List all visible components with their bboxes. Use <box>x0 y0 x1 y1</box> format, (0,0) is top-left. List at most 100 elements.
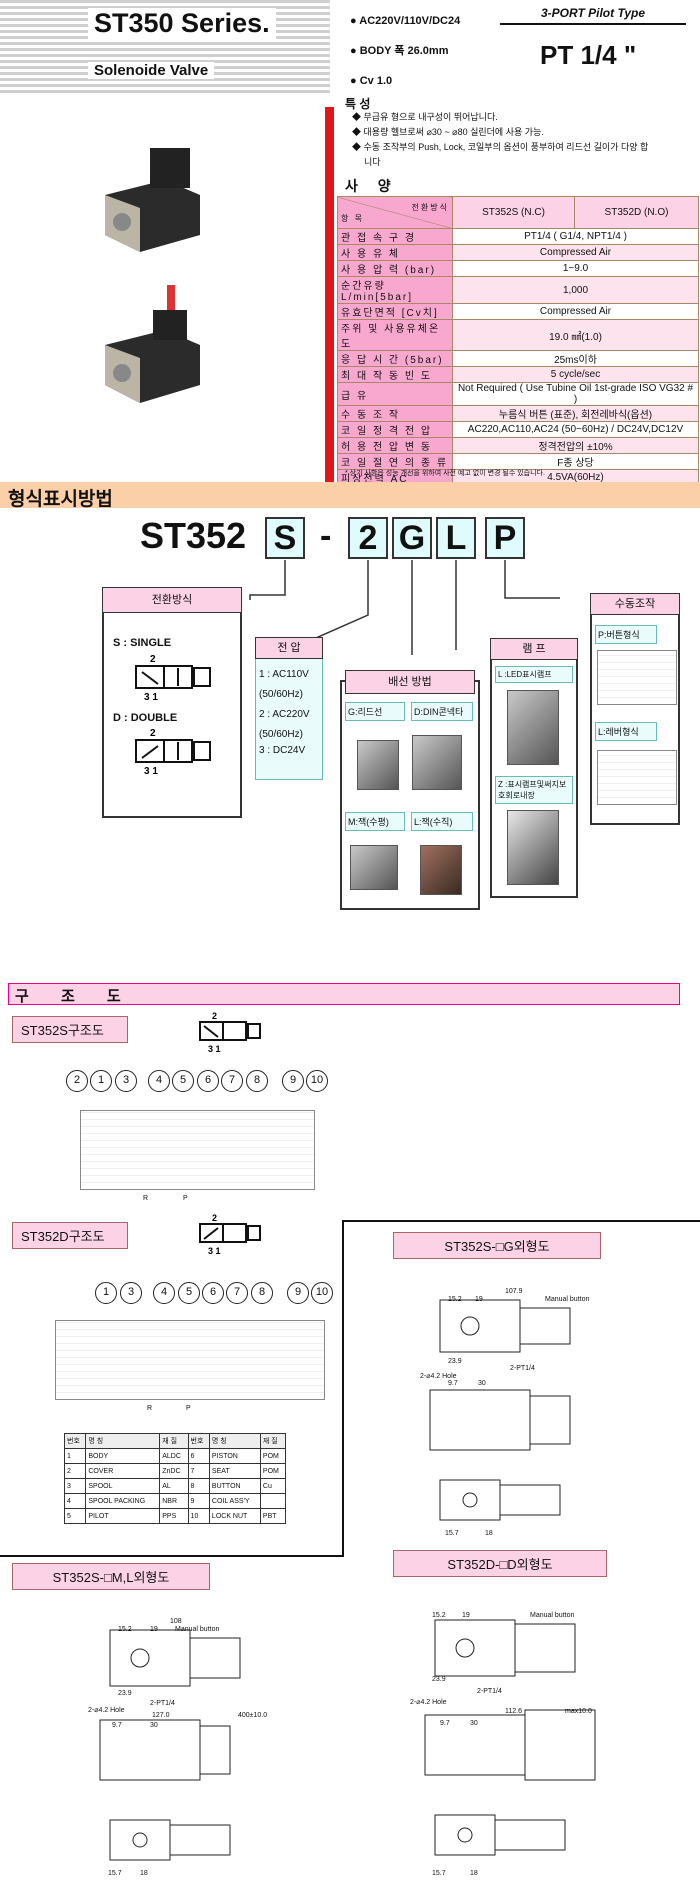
parts-cell: 3 <box>63 1478 87 1494</box>
svg-text:3 1: 3 1 <box>208 1246 221 1256</box>
manual-title: 수동조작 <box>590 593 680 615</box>
part-number-circle: 1 <box>95 1282 117 1304</box>
parts-cell: SPOOL PACKING <box>85 1493 161 1509</box>
code-wiring: G <box>392 517 432 559</box>
switch-single: S : SINGLE <box>113 637 172 649</box>
manual-p: P:버튼형식 <box>595 625 657 644</box>
spec-row: 유효단면적 [Cv치]Compressed Air <box>337 303 699 320</box>
parts-cell <box>259 1493 287 1509</box>
part-number-circle: 3 <box>120 1282 142 1304</box>
spec-value: 정격전압의 ±10% <box>452 437 699 454</box>
dim-label: 2-⌀4.2 Hole <box>88 1707 125 1714</box>
dim-label: 2-PT1/4 <box>510 1365 535 1372</box>
parts-cell: NBR <box>159 1493 189 1509</box>
wiring-d: D:DIN콘넥타 <box>411 702 473 721</box>
part-number-circle: 3 <box>115 1070 137 1092</box>
parts-cell: AL <box>159 1478 189 1494</box>
dim-label: 23.9 <box>448 1358 462 1365</box>
dim-label: 9.7 <box>112 1722 122 1729</box>
model-section-title: 형식표시방법 <box>8 489 113 510</box>
part-number-circle: 6 <box>197 1070 219 1092</box>
parts-cell: LOCK NUT <box>208 1508 261 1524</box>
parts-header-cell: 재 질 <box>259 1433 287 1449</box>
d-section-drawing <box>55 1320 325 1400</box>
spec-key: 유효단면적 [Cv치] <box>337 303 453 320</box>
wiring-m: M:잭(수평) <box>345 812 405 831</box>
parts-cell: PISTON <box>208 1448 261 1464</box>
part-number-circle: 4 <box>153 1282 175 1304</box>
part-number-circle: 10 <box>311 1282 333 1304</box>
manual-p-drawing <box>597 650 677 705</box>
part-number-circle: 2 <box>66 1070 88 1092</box>
dim-label: 2-PT1/4 <box>150 1700 175 1707</box>
structure-section-title: 구 조 도 <box>15 988 135 1005</box>
wiring-d-photo <box>412 735 462 790</box>
parts-cell: SPOOL <box>85 1478 161 1494</box>
wiring-title: 배선 방법 <box>345 670 475 694</box>
parts-cell: 8 <box>187 1478 210 1494</box>
svg-text:2: 2 <box>150 654 156 665</box>
parts-cell: Cu <box>259 1478 287 1494</box>
parts-cell: BUTTON <box>208 1478 261 1494</box>
parts-cell: PPS <box>159 1508 189 1524</box>
part-number-circle: 5 <box>178 1282 200 1304</box>
product-image-2 <box>95 285 205 410</box>
parts-cell: SEAT <box>208 1463 261 1479</box>
spec-title: 사 양 <box>345 178 399 194</box>
spec-voltage: AC220V/110V/DC24 <box>359 15 461 27</box>
part-number-circle: 10 <box>306 1070 328 1092</box>
parts-cell: 4 <box>63 1493 87 1509</box>
ml-dim-drawing <box>99 1629 241 1861</box>
manual-l: L:레버형식 <box>595 722 657 741</box>
parts-header-cell: 명 칭 <box>85 1433 161 1449</box>
spec-key: 코 일 정 격 전 압 <box>337 421 453 438</box>
d-structure-title: ST352D구조도 <box>12 1222 128 1249</box>
dim-label: 112.6 <box>505 1708 522 1715</box>
spec-value: 5 cycle/sec <box>452 366 699 383</box>
code-switch: S <box>265 517 305 559</box>
wiring-g: G:리드선 <box>345 702 405 721</box>
dim-label: Manual button <box>545 1296 590 1303</box>
wiring-m-photo <box>350 845 398 890</box>
spec-key: 순간유량 L/min[5bar] <box>337 276 453 304</box>
series-title: ST350 Series. <box>88 8 276 39</box>
dim-label: 2-PT1/4 <box>477 1688 502 1695</box>
spec-value: 누름식 버튼 (표준), 회전레바식(옵션) <box>452 405 699 422</box>
code-voltage: 2 <box>348 517 388 559</box>
parts-cell: POM <box>259 1448 287 1464</box>
part-number-circle: 7 <box>226 1282 248 1304</box>
wiring-l: L:잭(수직) <box>411 812 473 831</box>
part-number-circle: 6 <box>202 1282 224 1304</box>
dim-label: 19 <box>475 1296 483 1303</box>
spec-col1: ST352S (N.C) <box>451 196 576 229</box>
d-structure-symbol-icon: 2 3 1 <box>199 1213 261 1256</box>
port-type: 3-PORT Pilot Type <box>500 6 686 25</box>
port-p: P <box>183 1195 188 1202</box>
parts-cell: 2 <box>63 1463 87 1479</box>
dim-label: 9.7 <box>440 1720 450 1727</box>
spec-key: 피상전력 AC <box>337 469 453 486</box>
spec-head-corner: 전환방식 항 목 <box>337 196 453 229</box>
spec-value: Compressed Air <box>452 303 699 320</box>
parts-header-cell: 번호 <box>63 1433 87 1449</box>
switch-double: D : DOUBLE <box>113 712 178 724</box>
spec-key: 관 접 속 구 경 <box>337 228 453 245</box>
lamp-z-photo <box>507 810 559 885</box>
spec-table: 전환방식 항 목 ST352S (N.C) ST352D (N.O) 관 접 속… <box>337 196 699 502</box>
spec-col2: ST352D (N.O) <box>574 196 699 229</box>
code-dash: - <box>320 517 332 555</box>
dim-label: 18 <box>485 1530 493 1537</box>
parts-cell: BODY <box>85 1448 161 1464</box>
port-p-d: P <box>186 1405 191 1412</box>
lamp-z: Z :표시램프및써지보호회로내장 <box>495 776 573 804</box>
dim-label: max10.0 <box>565 1708 592 1715</box>
v-divider <box>342 1220 344 1555</box>
parts-header-cell: 재 질 <box>159 1433 189 1449</box>
dim-label: 9.7 <box>448 1380 458 1387</box>
port-r-d: R <box>147 1405 153 1412</box>
